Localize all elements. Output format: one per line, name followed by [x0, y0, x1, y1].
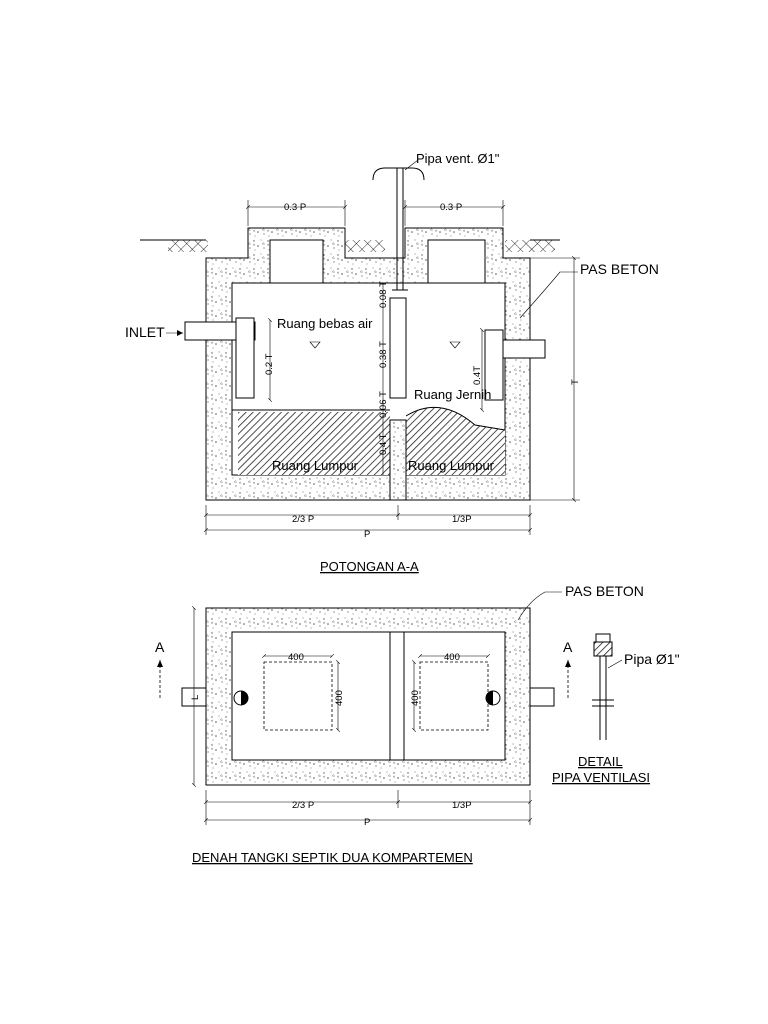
tank-wall-plan [205, 607, 531, 786]
manhole-opening-right [427, 239, 486, 284]
dim-04t-right: 0.4T [472, 330, 483, 410]
vent-pipe [372, 167, 425, 290]
svg-text:2/3 P: 2/3 P [292, 514, 314, 525]
svg-text:0.4T: 0.4T [472, 366, 483, 385]
svg-text:400: 400 [444, 652, 460, 663]
svg-text:2/3 P: 2/3 P [292, 800, 314, 811]
pas-beton-label-plan: PAS BETON [565, 583, 644, 599]
dim-section-bottom: 2/3 P 1/3P P [206, 505, 530, 540]
vent-symbol-right [485, 690, 501, 706]
svg-text:1/3P: 1/3P [452, 800, 472, 811]
outlet-tee [484, 329, 504, 401]
ruang-bebas-air-label: Ruang bebas air [277, 316, 373, 331]
dim-03p-left: 0.3 P [248, 200, 345, 226]
soil-hatch-right [505, 240, 555, 252]
svg-text:1/3P: 1/3P [452, 514, 472, 525]
svg-text:400: 400 [410, 690, 421, 706]
dim-plan-bottom: 2/3 P 1/3P P [206, 790, 530, 828]
vent-symbol-left [233, 690, 249, 706]
sludge-left [238, 412, 390, 475]
svg-text:L: L [190, 695, 201, 700]
svg-text:0.4 T: 0.4 T [378, 433, 389, 455]
pas-beton-leader-plan [517, 591, 562, 621]
svg-text:0.38 T: 0.38 T [378, 341, 389, 368]
svg-text:0.3 P: 0.3 P [284, 202, 306, 213]
soil-hatch-mid [345, 240, 385, 252]
detail-title-2: PIPA VENTILASI [552, 770, 650, 785]
svg-text:400: 400 [288, 652, 304, 663]
ruang-lumpur-right-label: Ruang Lumpur [408, 458, 495, 473]
manhole-plan-left [263, 661, 333, 731]
pas-beton-label-section: PAS BETON [580, 261, 659, 277]
dim-vertical-center: 0.08 T 0.38 T 0.06 T 0.4 T [378, 281, 389, 475]
vent-leader [404, 159, 419, 171]
svg-text:0.06 T: 0.06 T [378, 391, 389, 418]
manhole-opening-left [269, 239, 324, 284]
center-baffle [389, 297, 407, 399]
manhole-plan-right [419, 661, 489, 731]
svg-text:0.3 P: 0.3 P [440, 202, 462, 213]
section-mark-right: A [563, 639, 573, 700]
dim-400-left: 400 400 [264, 652, 345, 730]
svg-text:400: 400 [334, 690, 345, 706]
dim-l: L [190, 608, 201, 785]
soil-hatch-left [168, 240, 208, 252]
inlet-tee [235, 317, 255, 399]
svg-text:A: A [155, 639, 165, 655]
sludge-right [406, 407, 505, 475]
ruang-lumpur-left-label: Ruang Lumpur [272, 458, 359, 473]
svg-text:0.2 T: 0.2 T [264, 353, 275, 375]
section-mark-left: A [155, 639, 165, 700]
dim-03p-right: 0.3 P [405, 200, 503, 226]
svg-text:T: T [570, 379, 581, 385]
outlet-stub-plan [529, 687, 555, 707]
pipa-label: Pipa Ø1" [624, 651, 680, 667]
vent-label: Pipa vent. Ø1" [416, 151, 500, 166]
center-floor-gap [389, 419, 407, 501]
detail-title-1: DETAIL [578, 754, 623, 769]
dim-400-right: 400 400 [410, 652, 488, 730]
svg-text:A: A [563, 639, 573, 655]
detail-vent-pipe: Pipa Ø1" DETAIL PIPA VENTILASI [552, 633, 680, 785]
svg-text:P: P [364, 529, 370, 540]
section-view: Pipa vent. Ø1" PAS BETON INLET Ruang beb… [125, 151, 659, 574]
svg-text:P: P [364, 817, 370, 828]
ruang-jernih-label: Ruang Jernih [414, 387, 491, 402]
plan-title: DENAH TANGKI SEPTIK DUA KOMPARTEMEN [192, 850, 473, 865]
dim-t: T [503, 258, 581, 500]
svg-text:0.08 T: 0.08 T [378, 281, 389, 308]
pas-beton-leader-section [519, 271, 578, 319]
inlet-label: INLET [125, 324, 165, 340]
dim-02t: 0.2 T [264, 320, 275, 400]
plan-view: 400 400 400 400 A A [155, 583, 680, 865]
section-title: POTONGAN A-A [320, 559, 419, 574]
